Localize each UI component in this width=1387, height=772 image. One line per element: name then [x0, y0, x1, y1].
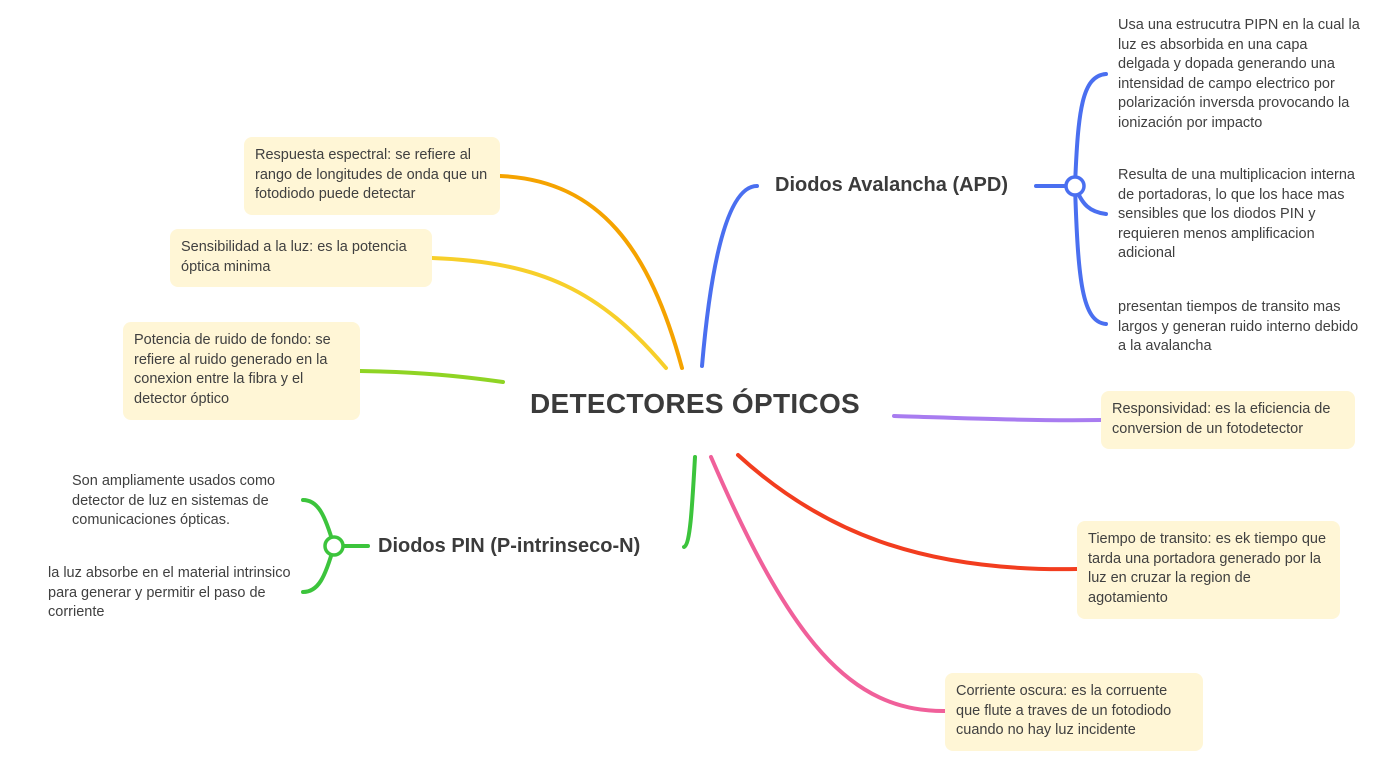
pin-collapse-node[interactable] [323, 535, 345, 557]
note-tiempo-transito[interactable]: Tiempo de transito: es ek tiempo que tar… [1077, 521, 1340, 619]
apd-leaf-ionizacion[interactable]: Usa una estrucutra PIPN en la cual la lu… [1118, 17, 1360, 131]
connector-tiempo-transito [736, 453, 1079, 572]
note-respuesta-espectral[interactable]: Respuesta espectral: se refiere al rango… [244, 137, 500, 215]
connector-responsividad [892, 414, 1103, 423]
connector-apd [700, 184, 759, 368]
central-topic[interactable]: DETECTORES ÓPTICOS [529, 388, 861, 419]
pin-leaf-usos[interactable]: Son ampliamente usados como detector de … [72, 473, 276, 528]
connector-pin [682, 455, 697, 549]
connector-apd-child-1 [1073, 72, 1108, 188]
branch-title-pin[interactable]: Diodos PIN (P-intrinseco-N) [378, 535, 641, 557]
apd-leaf-multiplicacion[interactable]: Resulta de una multiplicacion interna de… [1118, 167, 1355, 261]
connector-potencia-ruido [358, 369, 505, 384]
pin-leaf-absorcion[interactable]: la luz absorbe en el material intrinsico… [48, 565, 291, 620]
connector-sensibilidad [430, 256, 668, 370]
note-corriente-oscura[interactable]: Corriente oscura: es la corruente que fl… [945, 673, 1203, 751]
note-sensibilidad[interactable]: Sensibilidad a la luz: es la potencia óp… [170, 229, 432, 287]
apd-collapse-node[interactable] [1064, 175, 1086, 197]
connector-respuesta-espectral [498, 174, 684, 370]
connector-corriente-oscura [709, 455, 947, 714]
connector-apd-child-3 [1073, 184, 1108, 326]
note-responsividad[interactable]: Responsividad: es la eficiencia de conve… [1101, 391, 1355, 449]
branch-title-apd[interactable]: Diodos Avalancha (APD) [775, 174, 1008, 196]
note-potencia-ruido[interactable]: Potencia de ruido de fondo: se refiere a… [123, 322, 360, 420]
apd-leaf-tiempos-transito[interactable]: presentan tiempos de transito mas largos… [1118, 299, 1359, 354]
